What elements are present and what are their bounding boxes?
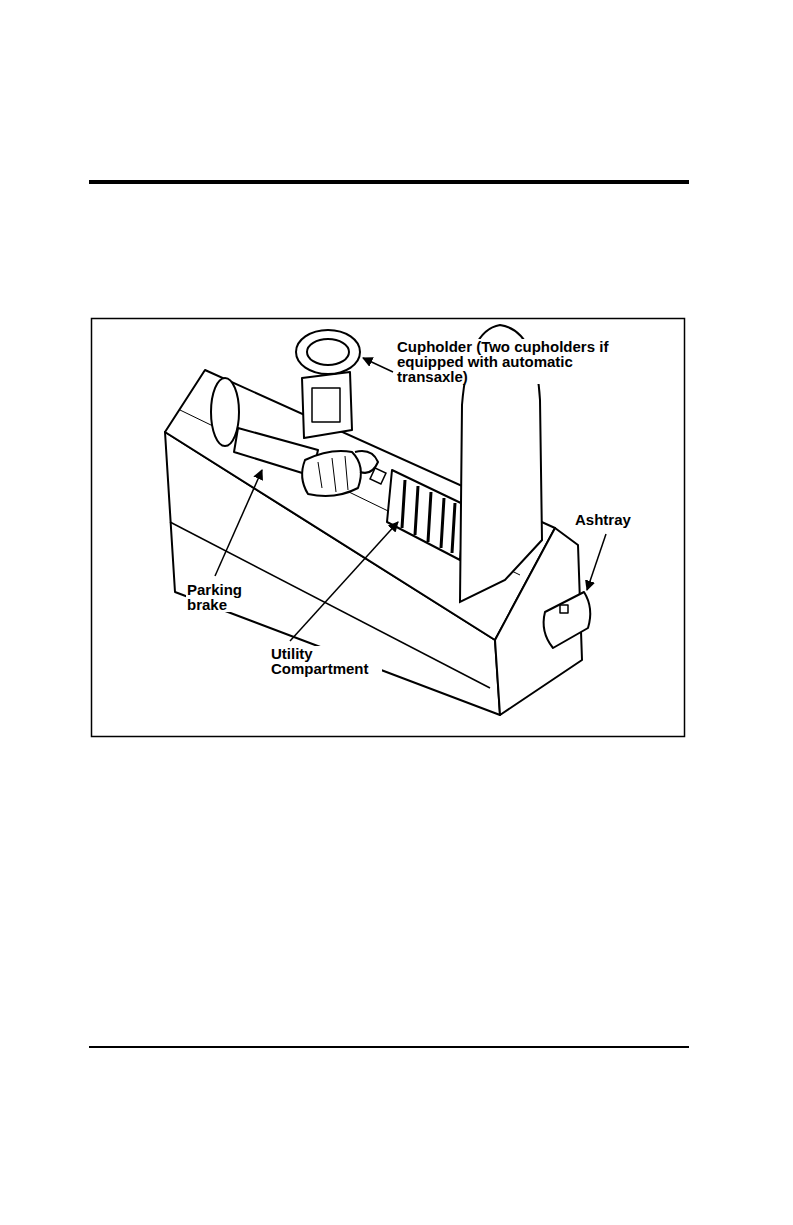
ashtray-symbol: [544, 592, 591, 648]
ashtray-latch: [560, 605, 568, 613]
compartment-opening: [387, 470, 465, 560]
brake-slot: [211, 378, 239, 446]
cupholder-opening: [307, 339, 349, 365]
compartment-slots: [402, 480, 455, 553]
brake-grip: [302, 451, 361, 496]
utility-compartment-symbol: [387, 470, 465, 560]
cupholder-arm: [302, 372, 352, 438]
part-label: Ashtray: [574, 512, 632, 527]
part-label: Cupholder (Two cupholders if equipped wi…: [396, 339, 620, 384]
parking-brake-symbol: [211, 378, 378, 496]
leader-line: [290, 522, 398, 641]
leader-line: [363, 358, 393, 372]
leader-line: [215, 470, 262, 576]
cupholder-arm-window: [312, 388, 340, 422]
cupholder-symbol: [296, 330, 360, 438]
leader-lines: [215, 358, 606, 641]
bottom-rule: [89, 1046, 689, 1048]
part-label: Parking brake: [186, 582, 254, 612]
figure-frame: [92, 319, 685, 737]
ashtray-lid: [544, 592, 591, 648]
cupholder-ring: [296, 330, 360, 374]
leader-line: [587, 534, 606, 590]
top-rule: [89, 180, 689, 184]
part-label: Utility Compartment: [270, 646, 382, 676]
grip-creases: [318, 456, 348, 492]
console-button: [370, 468, 386, 484]
